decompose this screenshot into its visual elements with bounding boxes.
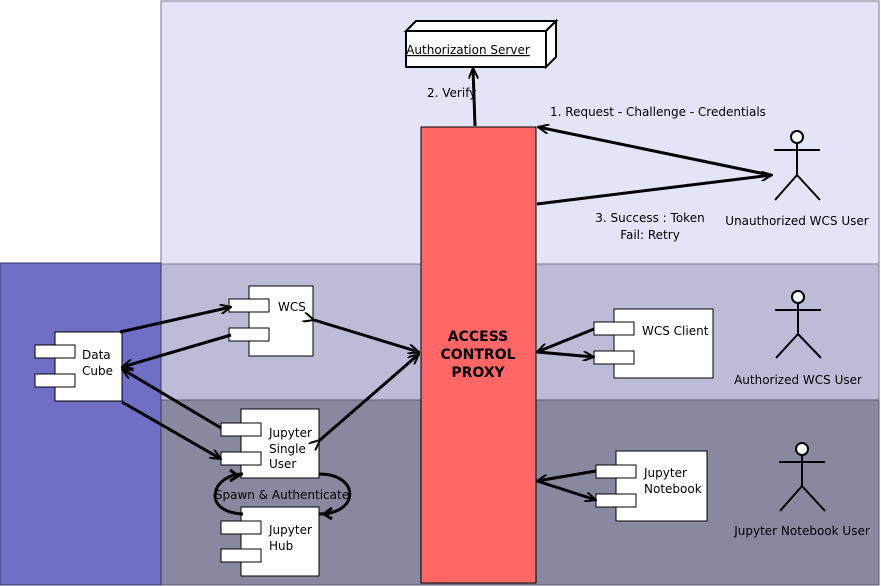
authorization-server-node: Authorization Server	[403, 18, 559, 70]
proxy-label-line3: PROXY	[451, 365, 505, 381]
wcs-client-label: WCS Client	[642, 324, 709, 338]
jupyter-hub-label-line2: Hub	[269, 539, 293, 553]
component-icon	[220, 520, 262, 563]
loop-arrowhead-up	[229, 468, 241, 483]
request-arrow	[538, 127, 771, 177]
component-icon	[595, 464, 637, 508]
node-front-face	[405, 30, 547, 68]
component-body	[54, 331, 123, 402]
wcs-to-datacube-arrow	[122, 333, 232, 367]
connectors	[119, 68, 772, 500]
wcs-client-component: WCS Client	[593, 308, 714, 379]
unauthorized-user-label: Unauthorized WCS User	[725, 214, 868, 228]
access-control-proxy: ACCESS CONTROL PROXY	[420, 126, 537, 584]
verify-label: 2. Verify	[427, 86, 476, 100]
wcs-label: WCS	[278, 300, 306, 314]
wcs-client-to-proxy-arrow	[537, 327, 595, 352]
success-label: 3. Success : Token	[595, 211, 704, 225]
jupyter-user-actor: Jupyter Notebook User	[733, 442, 870, 538]
proxy-label-line2: CONTROL	[440, 347, 515, 363]
authorized-user-label: Authorized WCS User	[734, 373, 862, 387]
loop-left-arc	[213, 472, 244, 516]
component-body	[613, 308, 714, 379]
jupyter-single-user-label-line3: User	[269, 457, 296, 471]
fail-label: Fail: Retry	[620, 228, 680, 242]
jupyter-hub-label-line1: Jupyter	[268, 523, 312, 537]
stick-figure-icon	[779, 442, 826, 512]
proxy-to-notebook-arrow	[536, 479, 596, 500]
single-user-to-datacube-arrow	[122, 367, 222, 430]
stick-figure-icon	[775, 290, 822, 359]
jupyter-notebook-label-line2: Notebook	[644, 482, 702, 496]
proxy-label-line1: ACCESS	[448, 329, 508, 345]
request-label: 1. Request - Challenge - Credentials	[550, 105, 766, 119]
component-body	[240, 506, 320, 577]
authorization-server-label: Authorization Server	[406, 43, 530, 57]
node-top-face	[403, 20, 559, 32]
spawn-authenticate-loop: Spawn & Authenticate	[213, 468, 352, 521]
loop-arrowhead-down	[321, 506, 333, 521]
jupyter-single-user-component: Jupyter Single User	[220, 408, 320, 479]
component-body	[248, 285, 314, 357]
component-icon	[228, 298, 270, 342]
authorized-user-actor: Authorized WCS User	[734, 290, 862, 387]
data-cube-component: Data Cube	[34, 331, 123, 402]
notebook-to-proxy-arrow	[537, 469, 597, 481]
verify-arrow	[473, 68, 475, 127]
unauthorized-user-actor: Unauthorized WCS User	[725, 130, 869, 228]
proxy-to-wcs-client-arrow	[536, 350, 594, 357]
spawn-label: Spawn & Authenticate	[215, 488, 349, 502]
data-cube-label-line1: Data	[82, 348, 111, 362]
stick-figure-icon	[774, 130, 821, 201]
jupyter-single-user-label-line1: Jupyter	[268, 426, 312, 440]
component-body	[615, 450, 708, 522]
datacube-to-single-user-arrow	[121, 400, 221, 461]
component-body	[240, 408, 320, 479]
jupyter-notebook-component: Jupyter Notebook	[595, 450, 708, 522]
single-user-proxy-arrow	[320, 354, 419, 440]
wcs-proxy-arrow	[314, 320, 419, 352]
proxy-box	[420, 126, 537, 584]
jupyter-user-label: Jupyter Notebook User	[733, 524, 870, 538]
datacube-to-wcs-arrow	[119, 307, 231, 334]
response-arrow	[536, 175, 772, 206]
component-icon	[593, 321, 635, 365]
jupyter-notebook-label-line1: Jupyter	[643, 466, 687, 480]
data-zone	[0, 262, 162, 586]
data-cube-label-line2: Cube	[82, 364, 113, 378]
component-icon	[34, 344, 76, 388]
jupyter-single-user-label-line2: Single	[269, 442, 306, 456]
jupyter-hub-component: Jupyter Hub	[220, 506, 320, 577]
loop-right-arc	[318, 472, 352, 516]
